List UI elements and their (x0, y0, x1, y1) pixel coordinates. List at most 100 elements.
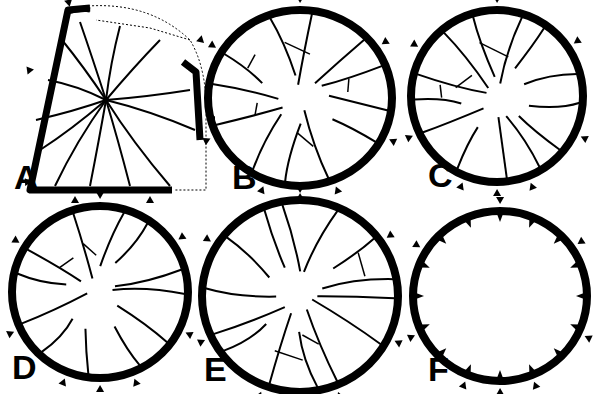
arrowhead-marker (208, 116, 215, 124)
wall-branch (348, 79, 349, 92)
arrowhead-marker (71, 196, 79, 203)
arrowhead-marker (533, 382, 540, 390)
inner-tooth (465, 364, 471, 373)
radial-wall (73, 213, 92, 278)
wall-branch (440, 85, 442, 98)
inner-tooth (576, 293, 584, 299)
radial-wall (106, 90, 190, 100)
panel-letter: E (204, 352, 227, 386)
arrowhead-marker (335, 187, 342, 195)
outer-ring (202, 200, 398, 392)
radial-wall (322, 279, 393, 288)
arrowhead-marker (395, 340, 403, 347)
radial-wall (529, 103, 580, 107)
arrowhead-marker (389, 139, 397, 146)
radial-wall (329, 96, 388, 111)
arrowhead-marker (11, 236, 19, 243)
radial-wall (106, 100, 170, 186)
radial-wall (282, 205, 300, 272)
inner-tooth (554, 348, 562, 356)
arrowhead-marker (382, 37, 390, 44)
radial-wall (270, 18, 295, 76)
arrowhead-marker (496, 388, 504, 394)
radial-wall (307, 309, 337, 381)
arrowhead-marker (196, 35, 204, 43)
radial-wall (457, 127, 478, 169)
inner-tooth (421, 324, 430, 330)
arrowhead-marker (493, 189, 501, 196)
inner-tooth (570, 262, 579, 268)
radial-wall (21, 293, 87, 323)
arrowhead-marker (202, 138, 210, 145)
arrowhead-marker (581, 136, 589, 143)
panel-letter: A (14, 160, 39, 194)
arrowhead-markers (6, 0, 593, 394)
radial-wall (506, 116, 539, 167)
wall-branch (479, 43, 508, 57)
wall-branch (60, 258, 73, 267)
arrowhead-marker (585, 335, 593, 342)
wall-branch (456, 75, 472, 87)
radial-wall (212, 84, 278, 99)
inner-tooth (554, 236, 562, 244)
radial-wall (304, 211, 338, 272)
radial-wall (62, 40, 106, 100)
arrowhead-marker (208, 41, 216, 48)
radial-wall (40, 100, 106, 150)
arrowhead-marker (257, 186, 264, 194)
arrowhead-marker (296, 193, 304, 200)
radial-wall (36, 100, 106, 120)
radial-wall (417, 74, 487, 93)
outer-rings (12, 10, 587, 392)
inner-tooth (529, 219, 535, 228)
arrowhead-marker (493, 0, 501, 3)
partial-section (30, 6, 206, 190)
radial-wall (264, 210, 284, 268)
arrowhead-marker (186, 332, 194, 339)
radial-wall (444, 32, 489, 88)
radial-wall (253, 114, 282, 170)
radial-wall (285, 124, 301, 182)
radial-wall (213, 307, 284, 334)
arrowhead-marker (407, 335, 415, 342)
radial-wall (304, 110, 328, 178)
panel-letter: B (232, 160, 257, 194)
arrowhead-marker (178, 232, 186, 239)
arrowhead-marker (96, 385, 104, 392)
wall-branch (358, 253, 365, 277)
arrowhead-marker (64, 0, 72, 7)
outer-ring (12, 206, 188, 378)
radial-wall (106, 26, 120, 100)
wall-branch (302, 335, 318, 344)
radial-wall (422, 108, 483, 132)
arrowhead-marker (387, 231, 395, 238)
radial-wall (117, 306, 167, 343)
arrowhead-marker (255, 392, 262, 394)
arrowhead-marker (496, 197, 504, 204)
radial-wall (115, 327, 140, 366)
arrowhead-marker (203, 234, 211, 241)
radial-wall (298, 14, 312, 85)
arrowhead-marker (459, 381, 466, 389)
arrowhead-marker (412, 240, 420, 247)
arrowhead-marker (146, 196, 154, 203)
radial-wall (106, 100, 130, 186)
radial-wall (332, 119, 376, 142)
arrowhead-marker (6, 331, 14, 338)
radial-wall (524, 74, 577, 84)
arrowhead-marker (197, 339, 205, 346)
wall-branch (248, 55, 255, 69)
arrowhead-marker (96, 192, 104, 199)
inner-tooth (421, 262, 430, 268)
outer-ring (411, 10, 583, 182)
radial-wall (115, 269, 182, 286)
radial-wall (515, 28, 544, 68)
radial-wall (112, 289, 184, 294)
arrowhead-marker (337, 392, 344, 394)
inner-tooth (529, 364, 535, 373)
radial-wall (473, 17, 495, 77)
arrowhead-marker (410, 40, 418, 47)
radial-wall (317, 296, 395, 298)
arrowhead-marker (296, 0, 304, 3)
